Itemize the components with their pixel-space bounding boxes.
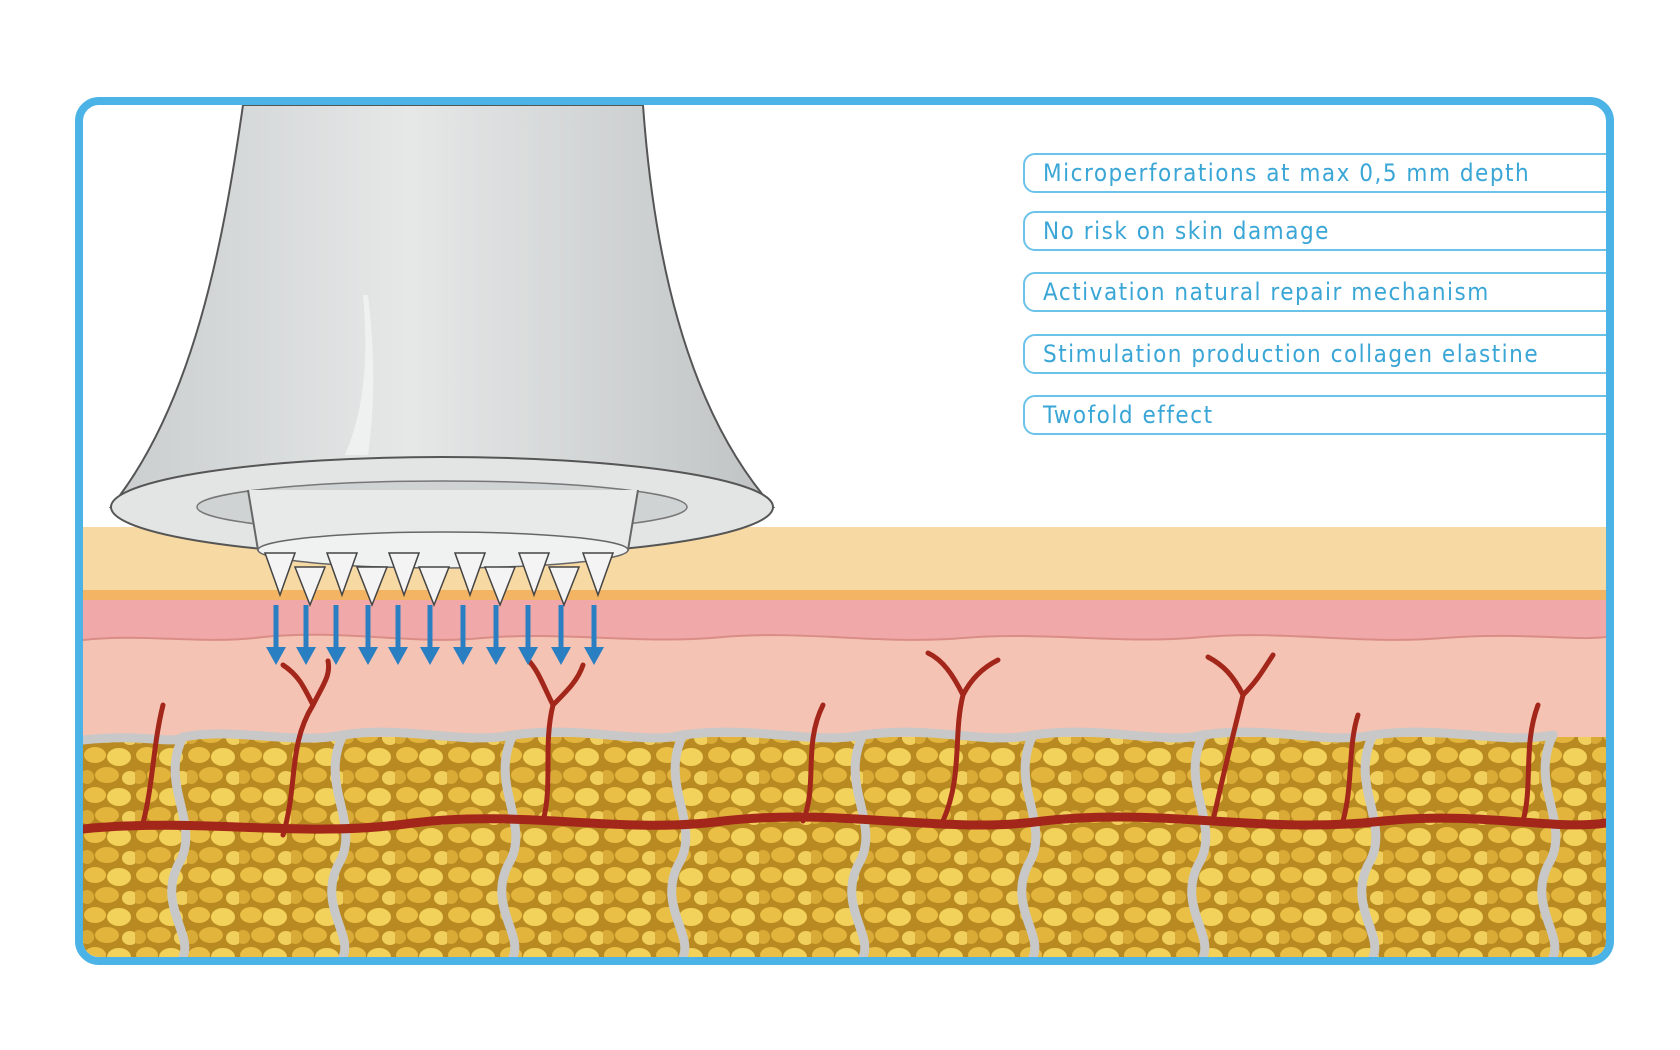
feature-label: Twofold effect (1043, 401, 1214, 429)
down-arrow-icon (266, 605, 604, 665)
feature-label: Stimulation production collagen elastine (1043, 340, 1540, 368)
microneedle-applicator-icon (108, 105, 776, 569)
connective-tissue-septa (83, 727, 1561, 957)
skin-cross-section-illustration (83, 105, 1606, 957)
dermis-layer (83, 600, 1606, 737)
feature-activation: Activation natural repair mechanism (1023, 272, 1606, 312)
feature-no-risk: No risk on skin damage (1023, 211, 1606, 251)
microneedles (263, 552, 615, 608)
feature-label: No risk on skin damage (1043, 217, 1330, 245)
feature-stimulation: Stimulation production collagen elastine (1023, 334, 1606, 374)
feature-label: Activation natural repair mechanism (1043, 278, 1490, 306)
blood-vessels (83, 650, 1606, 838)
diagram-frame: Microperforations at max 0,5 mm depth No… (75, 97, 1614, 965)
feature-twofold: Twofold effect (1023, 395, 1606, 435)
feature-label: Microperforations at max 0,5 mm depth (1043, 159, 1531, 187)
feature-microperforations: Microperforations at max 0,5 mm depth (1023, 153, 1606, 193)
